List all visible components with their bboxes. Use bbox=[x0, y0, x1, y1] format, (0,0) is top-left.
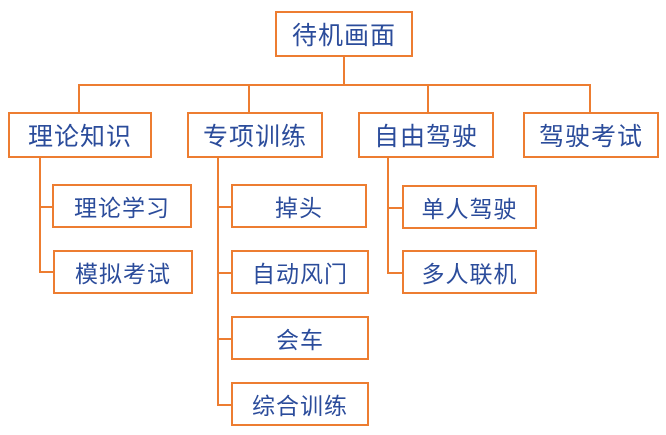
node-child-u-turn[interactable]: 掉头 bbox=[231, 184, 367, 228]
connector-trunk-branch-3 bbox=[387, 158, 389, 273]
node-branch-driving-exam[interactable]: 驾驶考试 bbox=[523, 112, 659, 158]
connector-elbow-branch-1-child-1 bbox=[39, 206, 53, 208]
node-branch-free-driving[interactable]: 自由驾驶 bbox=[358, 112, 494, 158]
connector-elbow-branch-2-child-3 bbox=[217, 338, 232, 340]
node-child-auto-throttle[interactable]: 自动风门 bbox=[231, 250, 369, 294]
node-root[interactable]: 待机画面 bbox=[275, 11, 413, 57]
node-child-comprehensive-training[interactable]: 综合训练 bbox=[231, 382, 369, 426]
node-child-mock-exam[interactable]: 模拟考试 bbox=[53, 250, 193, 294]
connector-root-stem bbox=[343, 57, 345, 85]
connector-drop-branch-2 bbox=[248, 84, 250, 113]
connector-elbow-branch-1-child-2 bbox=[39, 271, 54, 273]
node-child-theory-study[interactable]: 理论学习 bbox=[52, 184, 192, 228]
connector-elbow-branch-2-child-2 bbox=[217, 272, 232, 274]
node-child-single-driving[interactable]: 单人驾驶 bbox=[402, 185, 537, 229]
node-child-meeting-vehicle[interactable]: 会车 bbox=[231, 316, 369, 360]
connector-elbow-branch-3-child-1 bbox=[387, 207, 403, 209]
connector-drop-branch-1 bbox=[78, 84, 80, 113]
node-branch-theory[interactable]: 理论知识 bbox=[8, 112, 152, 158]
connector-elbow-branch-2-child-1 bbox=[217, 206, 232, 208]
connector-level1-bus bbox=[78, 84, 591, 86]
connector-drop-branch-4 bbox=[589, 84, 591, 113]
node-branch-special-training[interactable]: 专项训练 bbox=[187, 112, 323, 158]
connector-trunk-branch-1 bbox=[39, 158, 41, 272]
connector-trunk-branch-2 bbox=[217, 158, 219, 405]
connector-elbow-branch-3-child-2 bbox=[387, 272, 403, 274]
connector-elbow-branch-2-child-4 bbox=[217, 404, 232, 406]
connector-drop-branch-3 bbox=[427, 84, 429, 113]
node-child-multiplayer[interactable]: 多人联机 bbox=[402, 250, 537, 294]
